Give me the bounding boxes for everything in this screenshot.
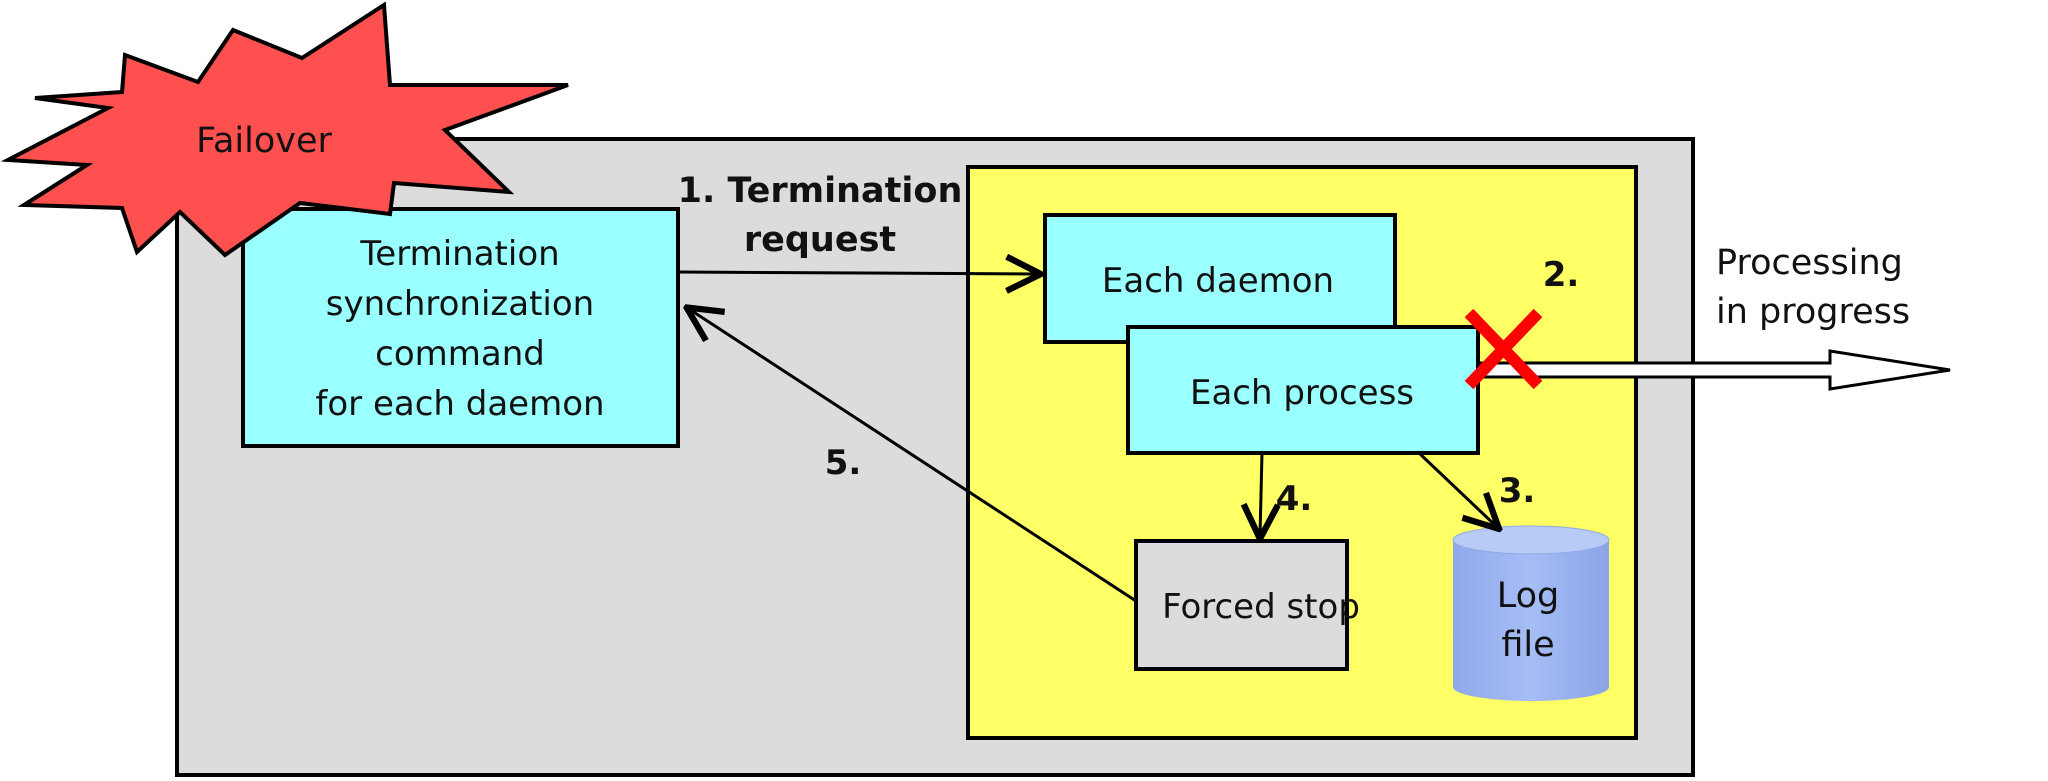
termination-command-box: Termination synchronization command for … bbox=[241, 207, 680, 448]
command-line-2: synchronization bbox=[326, 284, 594, 324]
forced-stop-label: Forced stop bbox=[1162, 587, 1360, 627]
processing-label-line-1: Processing bbox=[1716, 243, 1903, 283]
step5-return-arrow bbox=[689, 309, 1137, 603]
step1-label-line-2: request bbox=[744, 220, 896, 260]
each-daemon-label: Each daemon bbox=[1102, 261, 1334, 301]
step4-arrow bbox=[1260, 452, 1262, 536]
processing-label-line-2: in progress bbox=[1716, 292, 1910, 332]
command-line-4: for each daemon bbox=[315, 384, 604, 424]
each-daemon-box: Each daemon bbox=[1043, 213, 1397, 344]
command-line-3: command bbox=[375, 334, 545, 374]
command-line-1: Termination bbox=[359, 234, 559, 274]
log-file-line-1: Log bbox=[1497, 576, 1560, 616]
starburst-icon bbox=[0, 1, 569, 258]
step3-label: 3. bbox=[1499, 471, 1536, 511]
failover-starburst: Failover bbox=[0, 1, 569, 258]
step3-arrow bbox=[1417, 451, 1497, 527]
step5-label: 5. bbox=[825, 443, 862, 483]
each-process-box: Each process bbox=[1126, 325, 1480, 455]
forced-stop-box: Forced stop bbox=[1134, 539, 1360, 671]
step1-label-line-1: 1. Termination bbox=[678, 171, 963, 211]
step4-label: 4. bbox=[1276, 479, 1313, 519]
log-file-cylinder: Log file bbox=[1452, 525, 1610, 701]
log-file-line-2: file bbox=[1501, 625, 1554, 665]
each-process-label: Each process bbox=[1190, 373, 1414, 413]
x-mark-icon bbox=[1464, 308, 1543, 390]
termination-request-arrow bbox=[677, 272, 1038, 274]
failover-label: Failover bbox=[196, 121, 332, 161]
step2-label: 2. bbox=[1543, 255, 1580, 295]
